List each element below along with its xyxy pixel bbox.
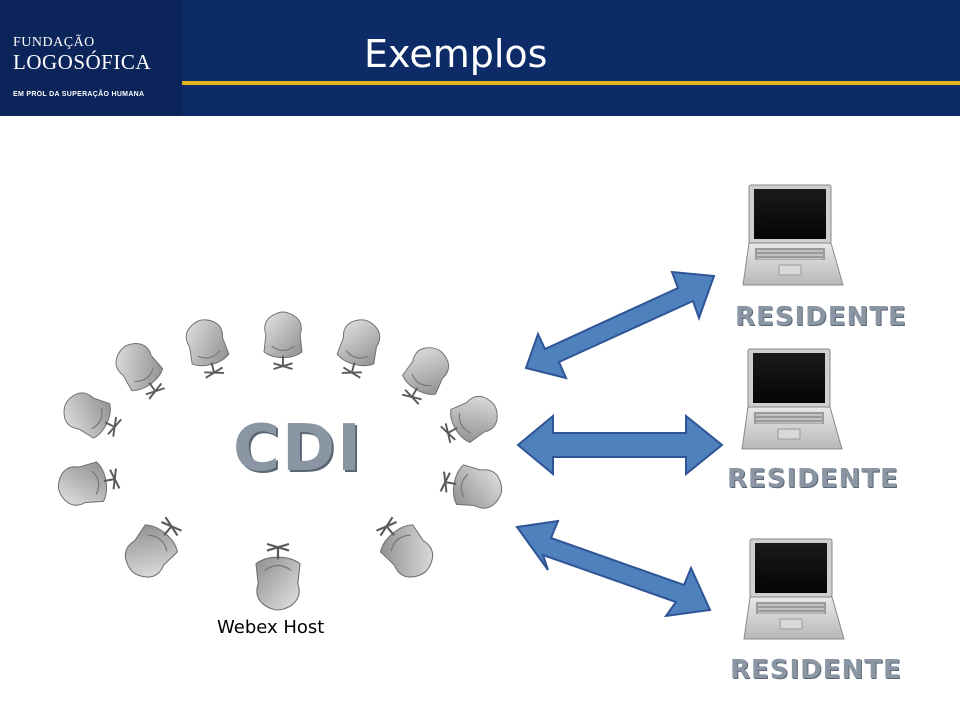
chair-icon [331,314,386,382]
cdi-label: CDI [233,412,363,486]
slide-header: FUNDAÇÃO LOGOSÓFICA EM PROL DA SUPERAÇÃO… [0,0,960,116]
resident-label: RESIDENTE [730,655,902,685]
chair-icon [54,457,123,510]
resident-label: RESIDENTE [727,464,899,494]
chair-icon [367,509,443,587]
chair-icon [437,460,506,513]
diagram-canvas [54,184,845,640]
logo-line2: LOGOSÓFICA [13,50,152,74]
chair-icon [56,385,127,447]
resident-label: RESIDENTE [735,302,907,332]
chair-icon [254,542,302,612]
webex-host-label: Webex Host [217,617,325,638]
laptop-icon [743,538,845,640]
laptop-icon [742,184,844,286]
chair-icon [435,388,506,452]
chair-icon [180,314,235,382]
logo: FUNDAÇÃO LOGOSÓFICA EM PROL DA SUPERAÇÃO… [0,0,182,116]
chair-icon [393,339,457,410]
chair-icon [115,509,191,587]
double-arrow-icon [516,413,724,477]
logo-tagline: EM PROL DA SUPERAÇÃO HUMANA [13,91,145,98]
laptop-icon [741,348,843,450]
chair-icon [107,335,174,406]
double-arrow-icon [515,519,712,618]
slide-title: Exemplos [364,32,548,76]
double-arrow-icon [524,270,716,380]
logo-line1: FUNDAÇÃO [13,35,95,50]
chair-icon [263,311,303,370]
header-accent-line [0,81,960,85]
